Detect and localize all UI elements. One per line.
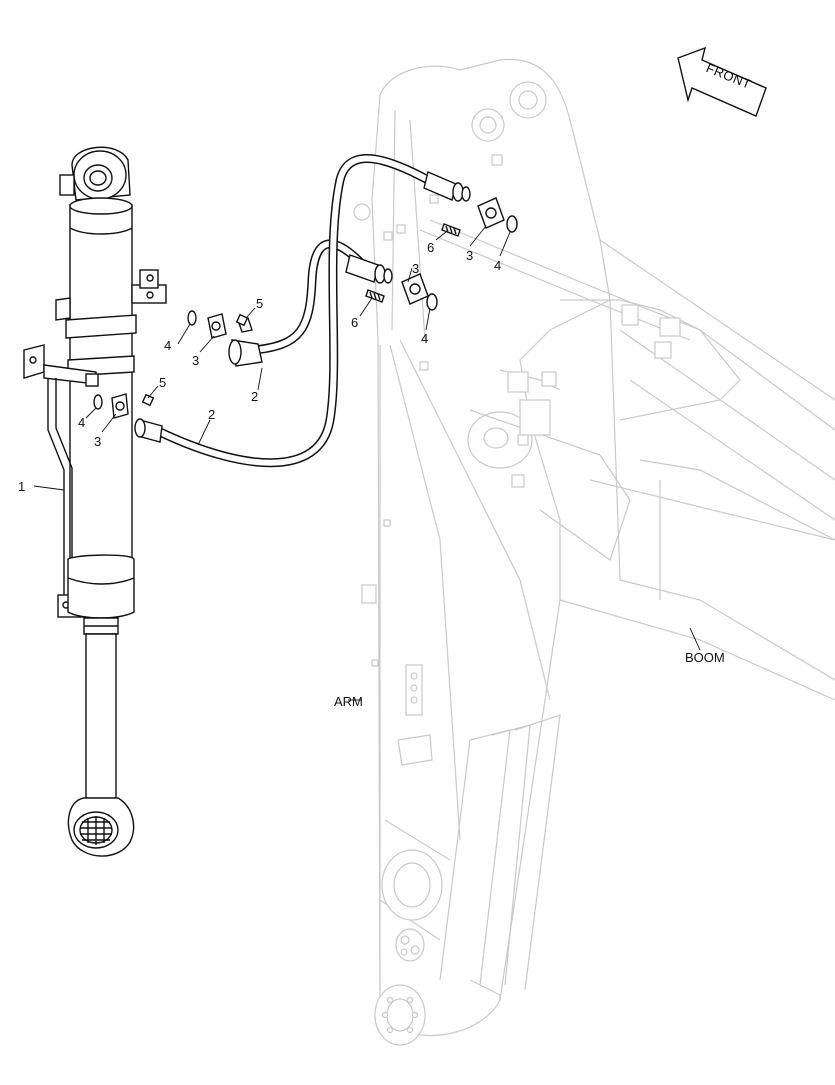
- front-direction-indicator: FRONT: [677, 46, 767, 117]
- callout-5-lower: 5: [159, 375, 166, 390]
- callout-5-upper: 5: [256, 296, 263, 311]
- hydraulic-hoses: [134, 154, 471, 468]
- callout-3-cyl-lower: 3: [94, 434, 101, 449]
- leader-lines: [33, 225, 701, 701]
- arm-label: ARM: [334, 694, 363, 709]
- callout-4-arm-upper: 4: [494, 258, 501, 273]
- callout-2-lower: 2: [208, 407, 215, 422]
- callout-4-cyl-upper: 4: [164, 338, 171, 353]
- part-callouts: 1 2 2 3 3 3 3 4 4 4 4 5 5 6 6: [18, 240, 501, 494]
- callout-4-arm-lower: 4: [421, 331, 428, 346]
- callout-6-lower: 6: [351, 315, 358, 330]
- callout-2-upper: 2: [251, 389, 258, 404]
- callout-3-cyl-upper: 3: [192, 353, 199, 368]
- callout-3-arm-lower: 3: [412, 261, 419, 276]
- callout-4-cyl-lower: 4: [78, 415, 85, 430]
- hydraulic-cylinder: [23, 146, 167, 857]
- callout-1: 1: [18, 479, 25, 494]
- boom-label: BOOM: [685, 650, 725, 665]
- boom-arm-background: [353, 58, 835, 1046]
- callout-3-arm-upper: 3: [466, 248, 473, 263]
- flange-hardware: [93, 197, 518, 419]
- callout-6-upper: 6: [427, 240, 434, 255]
